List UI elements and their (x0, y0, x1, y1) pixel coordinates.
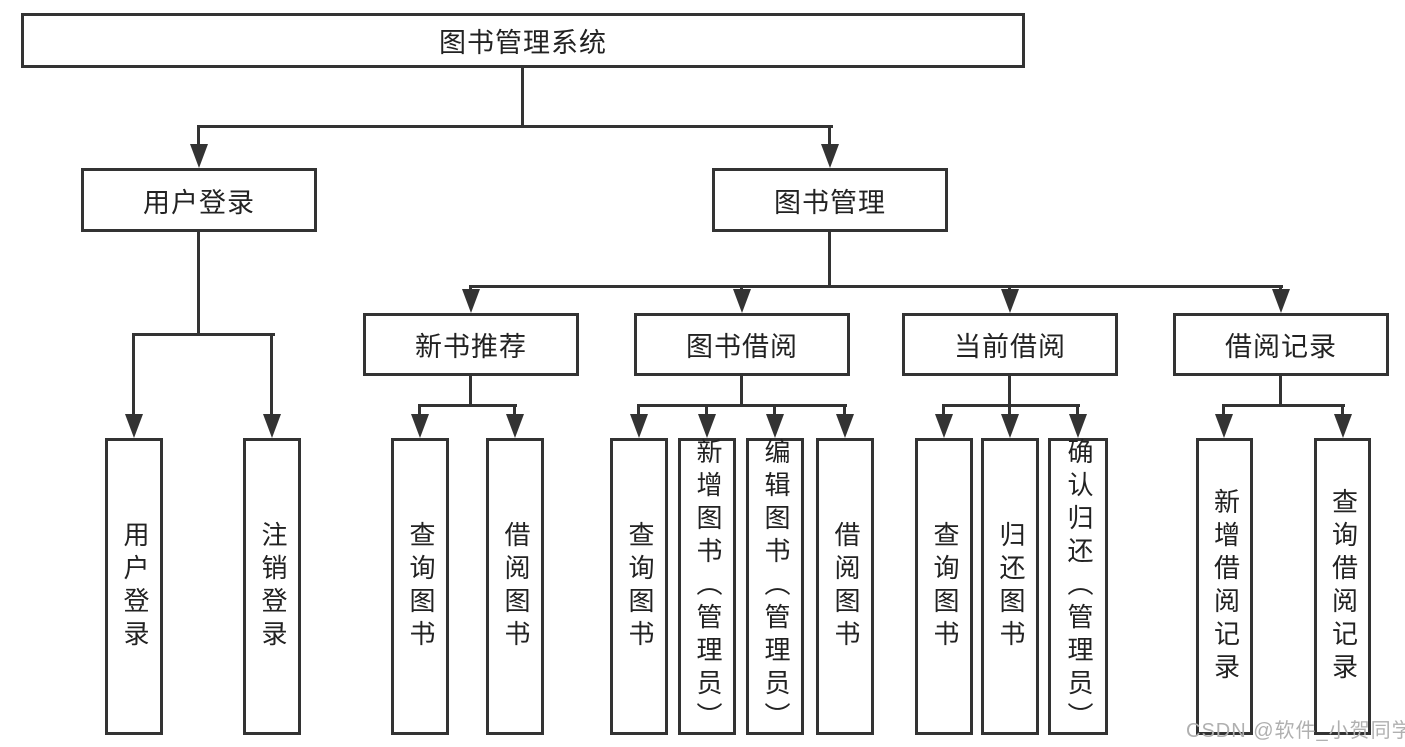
connector-to-leaf (1076, 404, 1079, 416)
arrow-down-icon (411, 414, 429, 438)
arrow-down-icon (1272, 289, 1290, 313)
connector-to-leaf (942, 404, 945, 416)
arrow-down-icon (506, 414, 524, 438)
connector-to-leaf-user-login (132, 333, 135, 416)
node-book-borrowing: 图书借阅 (634, 313, 850, 376)
leaf-current-query-books: 查询图书 (915, 438, 973, 735)
leaf-edit-books-admin: 编辑图书（管理员） (746, 438, 804, 735)
leaf-add-borrow-record: 新增借阅记录 (1196, 438, 1253, 735)
leaf-recommend-query-books: 查询图书 (391, 438, 449, 735)
node-label: 确认归还（管理员） (1063, 438, 1094, 735)
connector-book-management-stem (828, 232, 831, 288)
connector-to-leaf (705, 404, 708, 416)
arrow-down-icon (125, 414, 143, 438)
leaf-query-borrow-record: 查询借阅记录 (1314, 438, 1371, 735)
node-label: 注销登录 (257, 520, 288, 653)
arrow-down-icon (698, 414, 716, 438)
node-label: 图书管理系统 (439, 28, 607, 58)
node-new-book-recommend: 新书推荐 (363, 313, 579, 376)
leaf-recommend-borrow-books: 借阅图书 (486, 438, 544, 735)
leaf-borrowing-borrow-books: 借阅图书 (816, 438, 874, 735)
node-label: 借阅记录 (1225, 332, 1337, 362)
connector-to-leaf (418, 404, 421, 416)
connector-to-leaf (1222, 404, 1225, 416)
csdn-watermark: CSDN @软件_小贺同学 (1186, 720, 1405, 742)
node-label: 图书管理 (774, 187, 886, 218)
node-label: 借阅图书 (500, 520, 531, 653)
node-label: 归还图书 (995, 520, 1026, 653)
node-label: 新增图书（管理员） (692, 438, 723, 735)
connector-root-to-user-login (197, 125, 200, 146)
connector-to-leaf-logout (270, 333, 273, 416)
leaf-return-books: 归还图书 (981, 438, 1039, 735)
arrow-down-icon (821, 144, 839, 168)
arrow-down-icon (190, 144, 208, 168)
connector-borrowing-records-bar (1222, 404, 1345, 407)
node-label: 查询图书 (929, 520, 960, 653)
connector-new-book-recommend-bar (418, 404, 517, 407)
arrow-down-icon (1001, 289, 1019, 313)
leaf-add-books-admin: 新增图书（管理员） (678, 438, 736, 735)
arrow-down-icon (263, 414, 281, 438)
leaf-logout: 注销登录 (243, 438, 301, 735)
connector-to-leaf (1341, 404, 1344, 416)
node-user-login: 用户登录 (81, 168, 317, 232)
connector-book-management-bar (469, 285, 1283, 288)
node-label: 查询图书 (405, 520, 436, 653)
connector-book-borrowing-bar (637, 404, 847, 407)
arrow-down-icon (630, 414, 648, 438)
node-label: 新书推荐 (415, 332, 527, 362)
connector-user-login-bar (132, 333, 275, 336)
connector-root-stem (521, 68, 524, 127)
node-book-management: 图书管理 (712, 168, 948, 232)
arrow-down-icon (1334, 414, 1352, 438)
node-label: 图书借阅 (686, 332, 798, 362)
connector-to-leaf (843, 404, 846, 416)
node-label: 新增借阅记录 (1210, 487, 1241, 686)
connector-current-borrowing-stem (1008, 376, 1011, 407)
leaf-user-login: 用户登录 (105, 438, 163, 735)
arrow-down-icon (1001, 414, 1019, 438)
node-label: 查询借阅记录 (1328, 487, 1359, 686)
node-label: 用户登录 (143, 187, 255, 218)
node-label: 借阅图书 (830, 520, 861, 653)
connector-root-to-book-management (828, 125, 831, 146)
arrow-down-icon (1069, 414, 1087, 438)
connector-user-login-stem (197, 232, 200, 336)
leaf-confirm-return-admin: 确认归还（管理员） (1048, 438, 1108, 735)
arrow-down-icon (733, 289, 751, 313)
node-borrowing-records: 借阅记录 (1173, 313, 1389, 376)
node-root-library-management-system: 图书管理系统 (21, 13, 1025, 68)
arrow-down-icon (935, 414, 953, 438)
arrow-down-icon (462, 289, 480, 313)
leaf-borrowing-query-books: 查询图书 (610, 438, 668, 735)
arrow-down-icon (766, 414, 784, 438)
connector-root-bar (197, 125, 833, 128)
connector-to-leaf (773, 404, 776, 416)
arrow-down-icon (836, 414, 854, 438)
node-current-borrowing: 当前借阅 (902, 313, 1118, 376)
node-label: 查询图书 (624, 520, 655, 653)
node-label: 用户登录 (119, 520, 150, 653)
connector-to-leaf (513, 404, 516, 416)
arrow-down-icon (1215, 414, 1233, 438)
connector-new-book-recommend-stem (469, 376, 472, 407)
connector-borrowing-records-stem (1279, 376, 1282, 407)
node-label: 编辑图书（管理员） (760, 438, 791, 735)
connector-to-leaf (1008, 404, 1011, 416)
connector-current-borrowing-bar (942, 404, 1080, 407)
node-label: 当前借阅 (954, 332, 1066, 362)
connector-book-borrowing-stem (740, 376, 743, 407)
connector-to-leaf (637, 404, 640, 416)
